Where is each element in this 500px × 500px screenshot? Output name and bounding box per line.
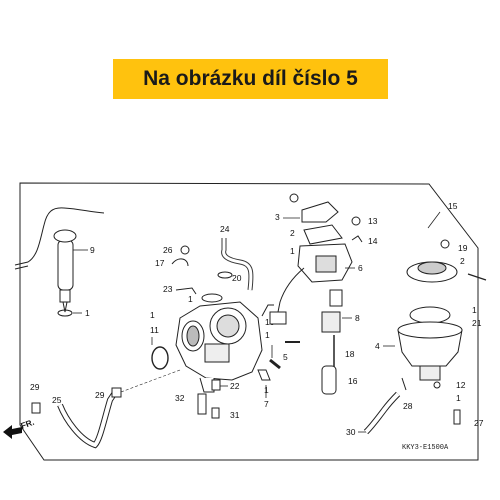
callout-2b: 2	[460, 256, 465, 266]
screw-32	[197, 393, 207, 415]
callout-12: 12	[456, 380, 466, 390]
gasket-1f	[409, 306, 451, 324]
callout-2: 2	[290, 228, 295, 238]
callout-26: 26	[163, 245, 173, 255]
callout-15: 15	[448, 201, 458, 211]
callout-1e: 1	[290, 246, 295, 256]
front-direction-marker: FR.	[3, 417, 36, 439]
callout-14: 14	[368, 236, 378, 246]
callout-19: 19	[458, 243, 468, 253]
front-label: FR.	[19, 417, 35, 431]
sensor-wire	[277, 267, 305, 313]
screw-19	[440, 239, 450, 249]
clip-28	[401, 377, 407, 391]
screw-12	[433, 381, 441, 389]
banner-text: Na obrázku díl číslo 5	[143, 67, 358, 90]
callout-9: 9	[90, 245, 95, 255]
callout-7: 7	[264, 399, 269, 409]
drawing-code: KKY3-E1500A	[402, 444, 449, 452]
callout-29a: 29	[30, 382, 40, 392]
callout-1c: 1	[150, 310, 155, 320]
jet-5	[269, 358, 281, 370]
callout-1d: 1	[265, 330, 270, 340]
callout-21: 21	[472, 318, 482, 328]
callout-1b: 1	[188, 294, 193, 304]
clip-29a	[31, 402, 41, 414]
screw-10	[261, 304, 274, 317]
callout-6: 6	[358, 263, 363, 273]
part-number-banner: Na obrázku díl číslo 5	[113, 59, 388, 99]
o-ring-11	[151, 346, 169, 370]
callout-29b: 29	[95, 390, 105, 400]
callout-1g: 1	[456, 393, 461, 403]
jet-1h	[257, 369, 271, 381]
clip-17	[171, 258, 189, 267]
callout-17: 17	[155, 258, 165, 268]
callout-1f: 1	[472, 305, 477, 315]
callout-18: 18	[345, 349, 355, 359]
callout-8: 8	[355, 313, 360, 323]
callout-30: 30	[346, 427, 356, 437]
piston-8	[321, 311, 341, 333]
callout-22: 22	[230, 381, 240, 391]
callout-23: 23	[163, 284, 173, 294]
callout-32: 32	[175, 393, 185, 403]
float-16	[321, 365, 337, 395]
clip-20	[217, 271, 233, 279]
auto-choke-part	[14, 207, 105, 313]
callout-3: 3	[275, 212, 280, 222]
callout-27: 27	[474, 418, 484, 428]
callout-11: 11	[150, 325, 159, 335]
float-chamber-cover	[406, 261, 458, 283]
screw-27	[453, 409, 461, 425]
callout-1h: 1	[264, 385, 269, 395]
o-ring-1b	[201, 293, 223, 303]
top-cover-assembly	[289, 193, 353, 283]
callout-5: 5	[283, 352, 288, 362]
plug-31	[211, 407, 220, 419]
carburetor-body	[175, 301, 263, 393]
callout-4: 4	[375, 341, 380, 351]
clip-14	[351, 235, 363, 243]
callout-20: 20	[232, 273, 242, 283]
clip-23	[175, 287, 197, 295]
o-ring-1a	[57, 309, 73, 317]
callout-28: 28	[403, 401, 413, 411]
screw-13	[351, 216, 361, 226]
clip-29b	[111, 387, 122, 398]
needle-clip-8	[329, 289, 343, 307]
screw-26	[180, 245, 190, 255]
callout-31: 31	[230, 410, 240, 420]
float-chamber	[397, 321, 463, 381]
callout-16: 16	[348, 376, 358, 386]
sensor-connector	[269, 311, 287, 325]
drain-22	[211, 379, 221, 391]
callout-1a: 1	[85, 308, 90, 318]
callout-24: 24	[220, 224, 230, 234]
callout-25: 25	[52, 395, 62, 405]
diagram-frame	[19, 182, 479, 461]
callout-13: 13	[368, 216, 378, 226]
